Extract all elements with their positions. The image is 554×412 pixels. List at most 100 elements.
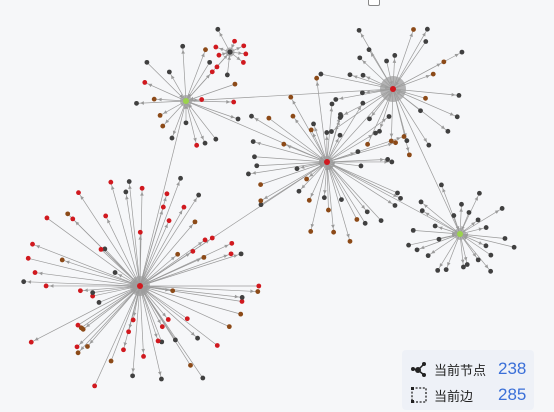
graph-node[interactable] [288,94,294,100]
graph-node[interactable] [159,339,165,345]
graph-node[interactable] [180,43,186,49]
graph-node[interactable] [357,55,363,61]
graph-node[interactable] [98,246,104,252]
graph-node[interactable] [432,223,438,229]
graph-node[interactable] [511,244,517,250]
graph-node[interactable] [404,138,410,144]
graph-node[interactable] [80,326,86,332]
graph-node[interactable] [44,215,50,221]
graph-node[interactable] [209,69,215,75]
graph-node[interactable] [165,317,171,322]
graph-node[interactable] [215,26,221,32]
graph-node[interactable] [426,142,432,148]
graph-node[interactable] [296,188,302,194]
graph-node[interactable] [130,373,136,379]
graph-node[interactable] [483,225,489,230]
graph-node[interactable] [358,163,364,169]
graph-node[interactable] [240,60,246,65]
graph-node[interactable] [258,198,264,204]
graph-node[interactable] [224,72,230,78]
graph-node[interactable] [126,329,132,335]
graph-node[interactable] [169,135,175,141]
graph-node[interactable] [139,185,145,191]
graph-node[interactable] [172,337,178,343]
graph-node[interactable] [424,26,430,32]
graph-node[interactable] [214,343,220,348]
graph-node[interactable] [195,335,200,341]
graph-node[interactable] [477,190,482,196]
graph-node[interactable] [194,142,200,148]
graph-node[interactable] [466,210,472,215]
graph-node[interactable] [76,190,81,196]
graph-node[interactable] [159,376,164,382]
graph-node[interactable] [326,207,331,213]
graph-node[interactable] [475,217,481,223]
graph-node[interactable] [239,294,245,300]
graph-node[interactable] [166,69,172,75]
graph-node[interactable] [365,141,370,147]
graph-node[interactable] [306,197,312,203]
graph-node[interactable] [183,120,189,126]
graph-node[interactable] [294,166,300,172]
graph-node[interactable] [203,47,208,53]
graph-node[interactable] [21,279,27,285]
graph-node[interactable] [266,115,272,121]
graph-node[interactable] [160,204,166,210]
graph-node[interactable] [200,375,206,381]
graph-node[interactable] [184,316,190,322]
graph-node[interactable] [367,116,372,122]
graph-node[interactable] [329,129,334,134]
graph-node[interactable] [411,27,416,32]
graph-node[interactable] [243,51,249,57]
graph-node[interactable] [281,141,287,147]
graph-node[interactable] [360,90,365,96]
graph-node[interactable] [43,283,49,289]
graph-node[interactable] [366,47,372,53]
graph-node[interactable] [190,248,196,254]
graph-node[interactable] [461,264,466,270]
graph-node[interactable] [90,290,96,296]
graph-node[interactable] [388,138,394,144]
graph-node[interactable] [108,179,114,185]
graph-node[interactable] [377,128,382,134]
graph-node[interactable] [202,140,208,146]
graph-node[interactable] [502,236,508,241]
graph-node[interactable] [419,208,425,214]
graph-node[interactable] [59,257,65,263]
graph-node[interactable] [75,350,81,356]
graph-node[interactable] [456,92,462,98]
graph-node[interactable] [202,237,208,243]
hub-node[interactable] [457,231,463,237]
graph-node[interactable] [423,95,428,101]
graph-node[interactable] [392,203,398,208]
graph-node[interactable] [311,121,316,127]
hub-node[interactable] [390,86,396,92]
graph-node[interactable] [25,255,31,261]
graph-node[interactable] [418,108,423,114]
graph-node[interactable] [423,39,429,44]
graph-node[interactable] [102,246,108,252]
graph-node[interactable] [159,324,165,330]
graph-node[interactable] [121,347,126,353]
graph-node[interactable] [213,44,219,50]
graph-node[interactable] [151,96,157,102]
graph-node[interactable] [70,216,76,222]
graph-node[interactable] [451,213,457,218]
graph-node[interactable] [393,140,398,146]
graph-node[interactable] [246,171,251,177]
graph-node[interactable] [406,152,412,158]
graph-node[interactable] [395,190,400,196]
graph-node[interactable] [231,99,237,105]
graph-node[interactable] [144,59,150,65]
graph-node[interactable] [254,163,260,169]
graph-node[interactable] [339,197,344,202]
graph-node[interactable] [337,132,343,138]
graph-node[interactable] [28,339,34,345]
graph-node[interactable] [96,300,102,305]
graph-node[interactable] [398,195,403,201]
graph-node[interactable] [308,229,314,234]
graph-node[interactable] [318,71,324,77]
graph-node[interactable] [436,236,442,242]
graph-node[interactable] [459,201,464,207]
